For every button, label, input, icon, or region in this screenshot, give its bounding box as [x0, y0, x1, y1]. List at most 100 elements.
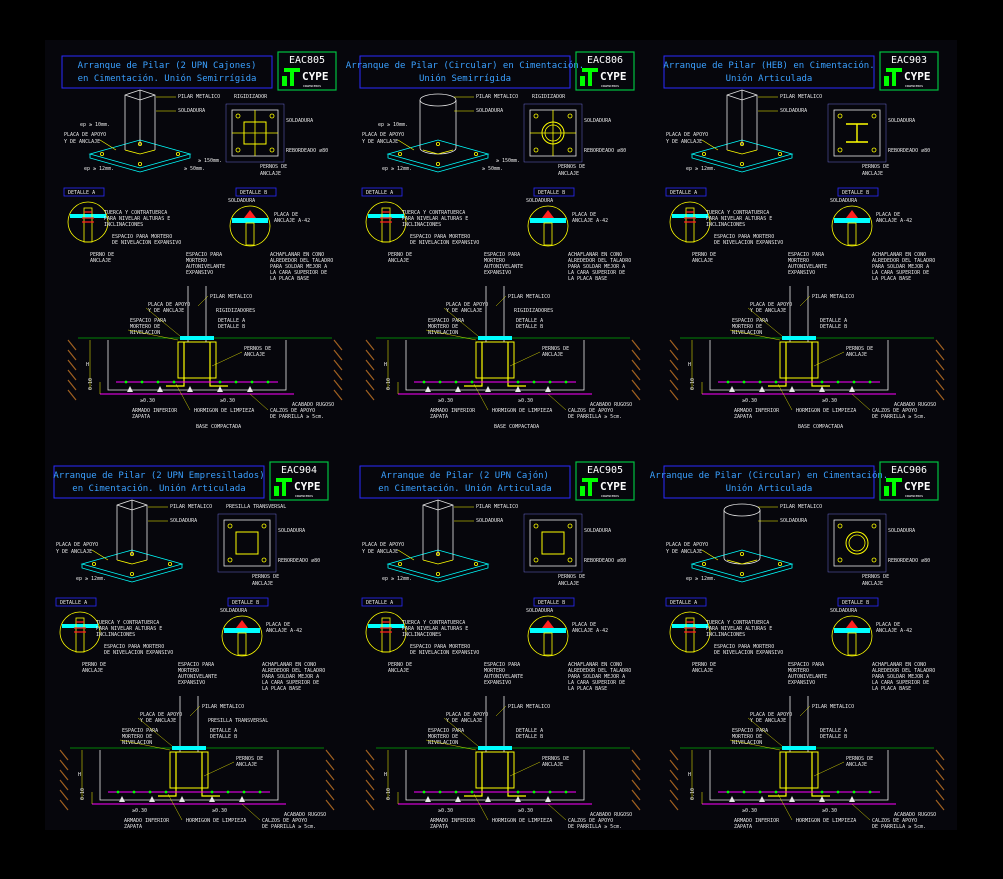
isometric-column-view [690, 503, 794, 583]
spacer-chair [729, 796, 735, 802]
label-tuerca2: PARA NIVELAR ALTURAS E [104, 216, 170, 222]
anchor-bolts-section [158, 752, 220, 797]
label-achaflanar: ACHAFLANAR EN CONO [568, 252, 622, 258]
rebar-dot [250, 380, 254, 384]
line [701, 139, 719, 151]
label-mortero4: EXPANSIVO [186, 270, 213, 276]
label-achaflanar: ACHAFLANAR EN CONO [872, 252, 926, 258]
spacer-chair [729, 386, 735, 392]
section-base-plate [180, 336, 214, 340]
anchor-bolt [474, 152, 479, 157]
dim-h-label: H [688, 362, 691, 368]
plan-bolt [871, 147, 877, 153]
sec-label-espacio2: MORTERO DE [428, 734, 458, 740]
sec-label-deta: DETALLE A [516, 728, 543, 734]
brand-name: CYPE [600, 70, 627, 83]
leader-line [813, 351, 845, 367]
rebar-dot [820, 790, 824, 794]
label-anclaje: Y DE ANCLAJE [56, 549, 92, 555]
column-section [179, 696, 199, 752]
plan-bolt [567, 523, 573, 529]
logo-bar [582, 68, 598, 72]
isometric-column-view [80, 499, 184, 583]
sec-label-detb: DETALLE B [820, 324, 847, 330]
weld-line [726, 149, 758, 155]
sec-label-acabado: ACABADO RUGOSO [284, 812, 326, 818]
anchor-bolt [398, 562, 403, 567]
plan-bolt [533, 113, 539, 119]
detail-a-bolt [381, 617, 391, 653]
label-soldadura: SOLDADURA [178, 108, 205, 114]
label-mortero2: MORTERO [484, 668, 505, 674]
label-espacio2: DE NIVELACION EXPANSIVO [410, 650, 479, 656]
plan-bolt [269, 113, 275, 119]
rebar-dot [836, 380, 840, 384]
detail-b-box [837, 187, 879, 197]
label-soldadura: SOLDADURA [780, 108, 807, 114]
detail-b-bolt [237, 632, 247, 656]
label-ep1: ep ≥ 10mm. [378, 122, 408, 128]
cype-logo-icon [580, 68, 598, 86]
detail-b-tag: DETALLE B [235, 187, 277, 197]
anchor-bolt [740, 552, 745, 557]
rebar-dot [218, 380, 222, 384]
drawing-code: EAC904 [281, 465, 317, 476]
logo-stem [588, 72, 592, 86]
label-mortero3: AUTONIVELANTE [788, 264, 827, 270]
leader-line [425, 739, 477, 751]
label-det-soldadura: SOLDADURA [830, 608, 857, 614]
detail-b-bolt [543, 632, 553, 656]
label-plan-soldadura: SOLDADURA [584, 528, 611, 534]
detail-a-box [361, 187, 403, 197]
detail-a-tag: DETALLE A [665, 597, 707, 607]
plan-bolt [837, 557, 843, 563]
detail-a-label: DETALLE A [60, 600, 87, 606]
detail-a-plate [70, 214, 106, 218]
sec-label-espacio: ESPACIO PARA [428, 728, 464, 734]
code-box [879, 51, 939, 91]
detail-b-plate [530, 628, 566, 633]
detail-a-bolt [75, 617, 85, 653]
label-achaflanar5: LA PLACA BASE [872, 276, 911, 282]
plan-bolt [261, 523, 267, 529]
label-perno2: ANCLAJE [90, 258, 111, 264]
plan-bolt [533, 557, 539, 563]
rebar-dot [774, 790, 778, 794]
dim-030a: ≥0.30 [742, 808, 757, 814]
line [397, 139, 415, 151]
rebar-dot [438, 790, 442, 794]
anchor-bolts-section [768, 752, 830, 797]
anchor-bolt [740, 162, 745, 167]
sec-label-pernos2: ANCLAJE [542, 352, 563, 358]
detail-b-drawing [229, 205, 271, 247]
rebar-dot [242, 790, 246, 794]
label-espacio: ESPACIO PARA MORTERO [714, 644, 774, 650]
rebar-dot [116, 790, 120, 794]
dim-010-label: 0.10 [80, 788, 86, 800]
title-box [53, 465, 265, 499]
rebar-dot [210, 790, 214, 794]
label-achaflanar4: LA CARA SUPERIOR DE [872, 680, 929, 686]
label-achaflanar3: PARA SOLDAR MEJOR A [270, 264, 327, 270]
label-tuerca3: INCLINACIONES [706, 222, 745, 228]
label-plan-anclaje: ANCLAJE [558, 581, 579, 587]
sec-label-espacio: ESPACIO PARA [428, 318, 464, 324]
detail-b-plate [834, 628, 870, 633]
anchor-bolt [176, 152, 181, 157]
rebar-dot [852, 380, 856, 384]
sec-label-calzos: CALZOS DE APOYO [872, 818, 917, 824]
detail-a-label: DETALLE A [68, 190, 95, 196]
spacer-chair [217, 386, 223, 392]
drawing-area [45, 40, 957, 830]
sec-label-rigid: PRESILLA TRANSVERSAL [208, 718, 268, 724]
label-achaflanar3: PARA SOLDAR MEJOR A [568, 674, 625, 680]
rebar-dot [124, 380, 128, 384]
sec-label-espacio: ESPACIO PARA [130, 318, 166, 324]
label-tuerca2: PARA NIVELAR ALTURAS E [96, 626, 162, 632]
rebar-dot [774, 380, 778, 384]
rebar-dot [266, 380, 270, 384]
label-plan-soldadura: SOLDADURA [286, 118, 313, 124]
rebar-dot [868, 790, 872, 794]
detail-b-circle [229, 205, 271, 247]
